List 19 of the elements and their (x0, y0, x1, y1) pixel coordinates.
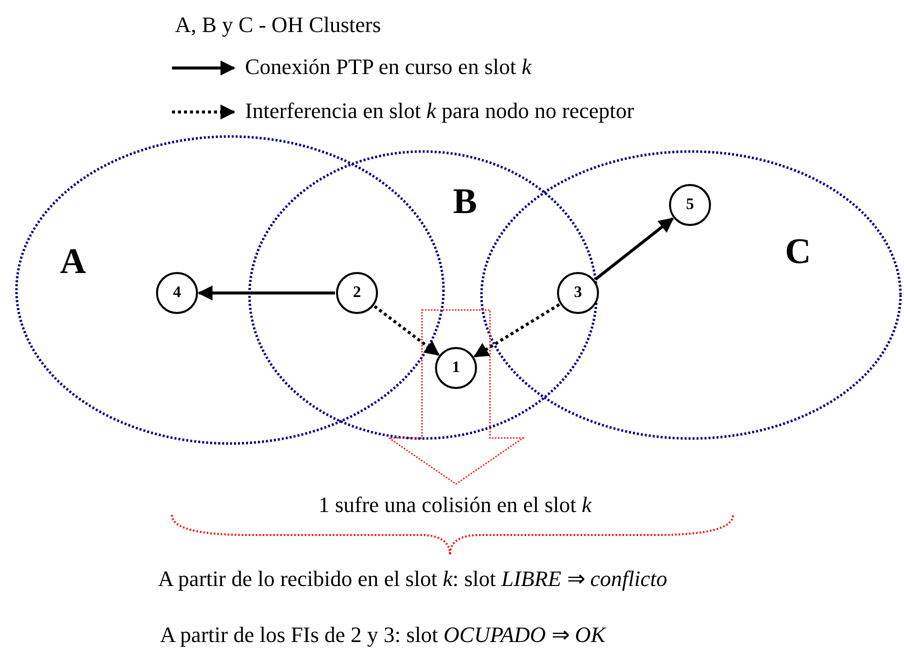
arrow (374, 305, 440, 356)
cluster-letter: A (60, 240, 86, 282)
cluster-letter: C (785, 230, 811, 272)
arrow (473, 303, 560, 358)
note-text: A partir de los FIs de 2 y 3: slot OCUPADO ⇒ OK (160, 622, 606, 648)
legend-text: Interferencia en slot k para nodo no receptor (245, 98, 634, 124)
cluster-letter: B (453, 180, 478, 222)
arrow (594, 217, 674, 281)
node-circle: 2 (336, 272, 378, 314)
statement-text: 1 sufre una colisión en el slot k (255, 488, 655, 522)
note-text: A partir de lo recibido en el slot k: slot LIBRE ⇒ conflicto (158, 566, 668, 592)
legend-title: A, B y C - OH Clusters (175, 12, 381, 38)
arrow (198, 286, 335, 300)
node-circle: 1 (435, 347, 477, 389)
node-circle: 3 (557, 272, 599, 314)
node-circle: 4 (156, 272, 198, 314)
node-circle: 5 (669, 184, 711, 226)
block-arrow (386, 309, 526, 485)
legend-text: Conexión PTP en curso en slot k (245, 54, 532, 80)
